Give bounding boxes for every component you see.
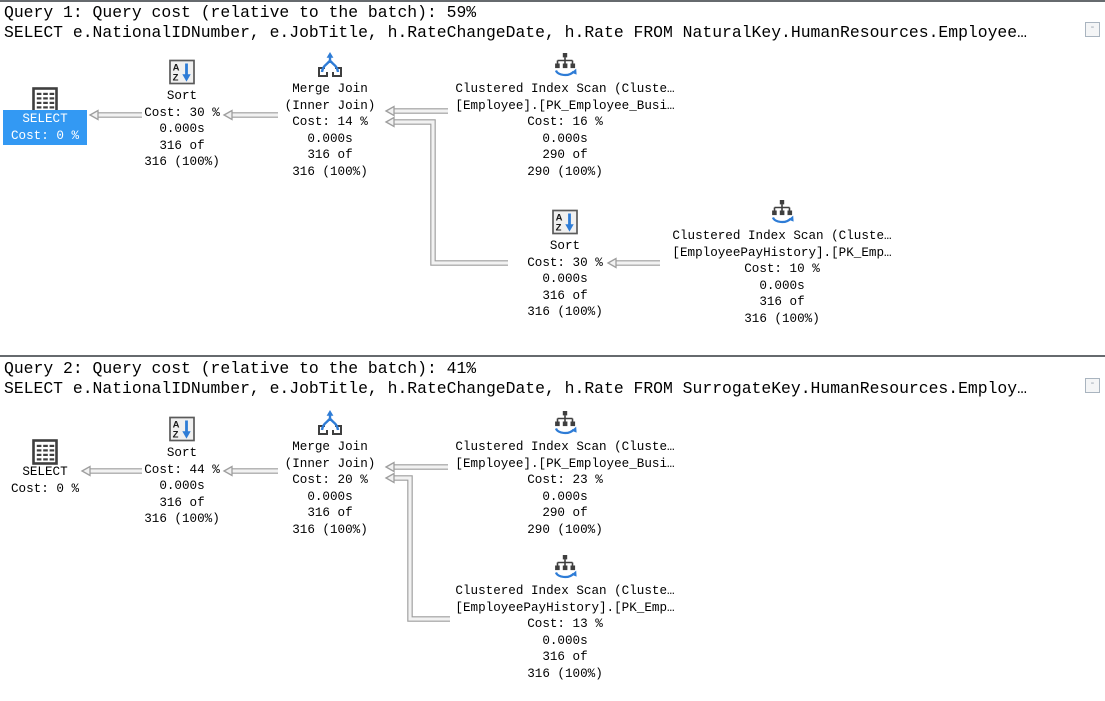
plan-edge [384,461,448,473]
index-scan-icon [550,409,580,437]
section-divider [0,0,1105,2]
query2-sql-statement: SELECT e.NationalIDNumber, e.JobTitle, h… [4,379,1027,398]
plan-node-cis-employeepayhistory-q2[interactable]: Clustered Index Scan (Cluste…[EmployeePa… [415,553,715,682]
merge-join-icon [315,51,345,79]
index-scan-icon [550,553,580,581]
index-scan-icon [767,198,797,226]
node-label: Clustered Index Scan (Cluste…[Employee].… [455,82,675,179]
query2-title: Query 2: Query cost (relative to the bat… [4,359,477,378]
plan-edge [384,116,508,266]
plan-edge [606,257,660,269]
section-divider [0,355,1105,357]
query1-sql-statement: SELECT e.NationalIDNumber, e.JobTitle, h… [4,23,1027,42]
index-scan-icon [550,51,580,79]
plan-node-cis-employeepayhistory-q1[interactable]: Clustered Index Scan (Cluste…[EmployeePa… [632,198,932,327]
plan-edge [384,105,448,117]
plan-edge [88,109,142,121]
plan-edge [80,465,142,477]
node-label: Clustered Index Scan (Cluste…[EmployeePa… [672,229,892,326]
plan-edge [384,472,450,622]
plan-edge [222,465,278,477]
plan-node-cis-employee-q1[interactable]: Clustered Index Scan (Cluste…[Employee].… [415,51,715,180]
node-label: Clustered Index Scan (Cluste…[EmployeePa… [455,584,675,681]
query2-collapse-button[interactable]: - [1085,378,1100,393]
query1-collapse-button[interactable]: - [1085,22,1100,37]
plan-edge [222,109,278,121]
merge-join-icon [315,409,345,437]
node-label: Clustered Index Scan (Cluste…[Employee].… [455,440,675,537]
sort-icon [550,208,580,236]
plan-node-cis-employee-q2[interactable]: Clustered Index Scan (Cluste…[Employee].… [415,409,715,538]
query1-title: Query 1: Query cost (relative to the bat… [4,3,477,22]
